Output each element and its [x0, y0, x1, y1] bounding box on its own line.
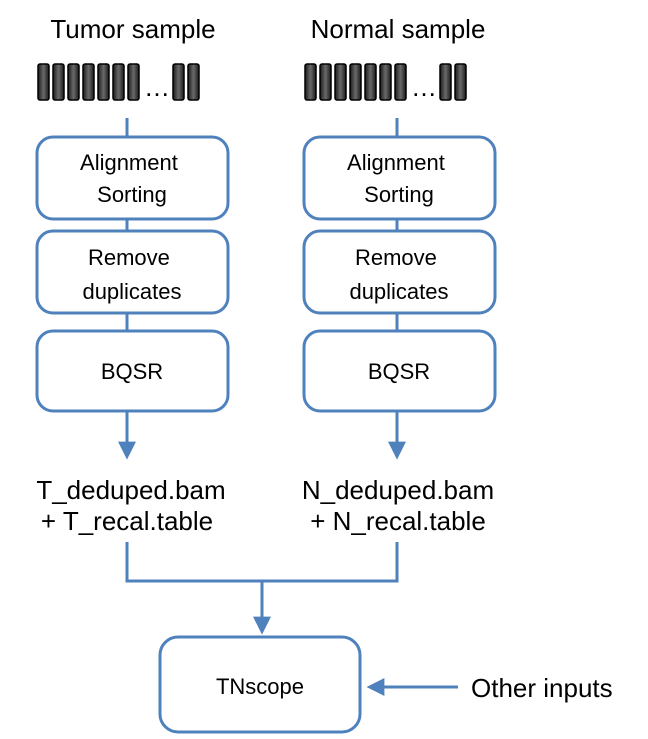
tumor-reads-ellipsis: … — [144, 72, 170, 102]
merge-connector — [125, 542, 399, 635]
normal-step-bqsr-label: BQSR — [368, 359, 430, 384]
normal-read-block-9 — [454, 63, 467, 101]
tumor-step-alignment: Alignment Sorting — [35, 135, 230, 221]
normal-reads-icon: … — [304, 63, 467, 102]
tumor-step-alignment-label: Alignment Sorting — [80, 150, 184, 207]
tumor-read-block-8 — [172, 63, 185, 101]
tumor-step-bqsr-label: BQSR — [101, 359, 163, 384]
normal-read-block-7 — [394, 63, 407, 101]
tumor-read-block-6 — [112, 63, 125, 101]
tnscope-box: TNscope — [158, 635, 362, 734]
normal-step-alignment: Alignment Sorting — [302, 135, 497, 221]
tumor-step-bqsr: BQSR — [35, 329, 230, 413]
normal-output-recal: + N_recal.table — [310, 506, 486, 536]
normal-step-remove-duplicates: Remove duplicates — [302, 229, 497, 315]
tumor-read-block-7 — [127, 63, 140, 101]
normal-step-remove-duplicates-label: Remove duplicates — [349, 245, 448, 304]
normal-reads-ellipsis: … — [411, 72, 437, 102]
normal-read-block-1 — [304, 63, 317, 101]
tumor-output-bam: T_deduped.bam — [36, 475, 225, 505]
normal-output-bam: N_deduped.bam — [302, 475, 494, 505]
tnscope-label: TNscope — [216, 674, 304, 699]
normal-step-alignment-label: Alignment Sorting — [347, 150, 451, 207]
normal-read-block-6 — [379, 63, 392, 101]
tumor-read-block-4 — [82, 63, 95, 101]
tumor-read-block-9 — [187, 63, 200, 101]
tumor-read-block-1 — [37, 63, 50, 101]
normal-step-bqsr: BQSR — [302, 329, 497, 413]
normal-read-block-2 — [319, 63, 332, 101]
normal-sample-title: Normal sample — [311, 14, 486, 44]
other-inputs-label: Other inputs — [471, 673, 613, 703]
tumor-reads-icon: … — [37, 63, 200, 102]
tumor-sample-title: Tumor sample — [50, 14, 215, 44]
tumor-read-block-2 — [52, 63, 65, 101]
tumor-read-block-5 — [97, 63, 110, 101]
tumor-output-recal: + T_recal.table — [41, 506, 213, 536]
normal-read-block-8 — [439, 63, 452, 101]
tumor-step-remove-duplicates-label: Remove duplicates — [82, 245, 181, 304]
normal-read-block-5 — [364, 63, 377, 101]
normal-read-block-4 — [349, 63, 362, 101]
tumor-step-remove-duplicates: Remove duplicates — [35, 229, 230, 315]
tumor-read-block-3 — [67, 63, 80, 101]
normal-read-block-3 — [334, 63, 347, 101]
